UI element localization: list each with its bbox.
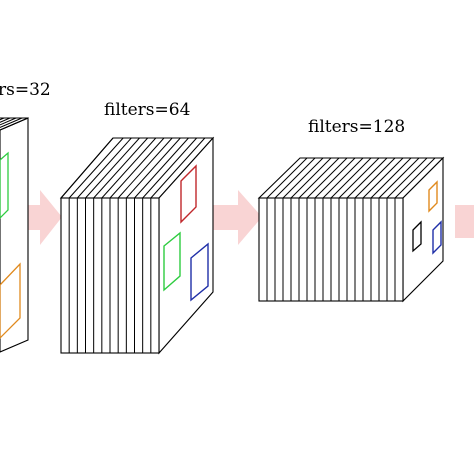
- block-3-slices: [266, 198, 396, 301]
- hatch-line: [370, 157, 412, 199]
- filter-patch: [432, 220, 442, 255]
- block-2-slices: [68, 198, 152, 353]
- hatch-line: [394, 157, 436, 199]
- block-3-top-hatch: [266, 157, 436, 199]
- block-1-top-hatch: [0, 117, 29, 131]
- hatch-line: [76, 137, 132, 199]
- block-2-top-hatch: [60, 137, 206, 199]
- filter-patch: [0, 151, 9, 219]
- conv-block-3: [257, 156, 445, 303]
- hatch-line: [0, 117, 29, 131]
- hatch-line: [314, 157, 356, 199]
- hatch-line: [101, 137, 157, 199]
- hatch-line: [290, 157, 332, 199]
- hatch-line: [378, 157, 420, 199]
- hatch-line: [330, 157, 372, 199]
- hatch-line: [298, 157, 340, 199]
- hatch-line: [274, 157, 316, 199]
- hatch-line: [0, 117, 11, 123]
- hatch-line: [322, 157, 364, 199]
- conv-block-2: [59, 136, 215, 355]
- block-1-side: [0, 117, 29, 353]
- filter-patch: [0, 262, 21, 339]
- hatch-line: [68, 137, 124, 199]
- layer-label: filters=64: [104, 100, 190, 120]
- hatch-line: [346, 157, 388, 199]
- hatch-line: [117, 137, 173, 199]
- hatch-line: [60, 137, 114, 199]
- hatch-line: [266, 157, 308, 199]
- hatch-line: [0, 117, 17, 126]
- filter-patch: [412, 220, 422, 253]
- filter-patch: [163, 231, 181, 292]
- hatch-line: [386, 157, 428, 199]
- hatch-line: [306, 157, 348, 199]
- conv-block-1: [0, 117, 29, 353]
- hatch-line: [354, 157, 396, 199]
- hatch-line: [362, 157, 404, 199]
- arrows: [10, 190, 474, 245]
- arrow-2: [205, 190, 262, 245]
- arrow-3: [455, 205, 474, 238]
- hatch-line: [93, 137, 149, 199]
- hatch-line: [109, 137, 165, 199]
- hatch-line: [150, 137, 206, 199]
- hatch-line: [125, 137, 181, 199]
- layer-label: filters=128: [308, 117, 405, 137]
- hatch-line: [142, 137, 198, 199]
- filter-patch: [180, 164, 197, 224]
- hatch-line: [134, 137, 189, 199]
- hatch-line: [338, 157, 380, 199]
- hatch-line: [282, 157, 324, 199]
- filter-patch: [190, 242, 209, 302]
- hatch-line: [85, 137, 140, 199]
- filter-patch: [428, 180, 438, 213]
- arrow-1: [10, 190, 62, 245]
- hatch-line: [0, 117, 23, 128]
- layer-label: rs=32: [0, 80, 51, 100]
